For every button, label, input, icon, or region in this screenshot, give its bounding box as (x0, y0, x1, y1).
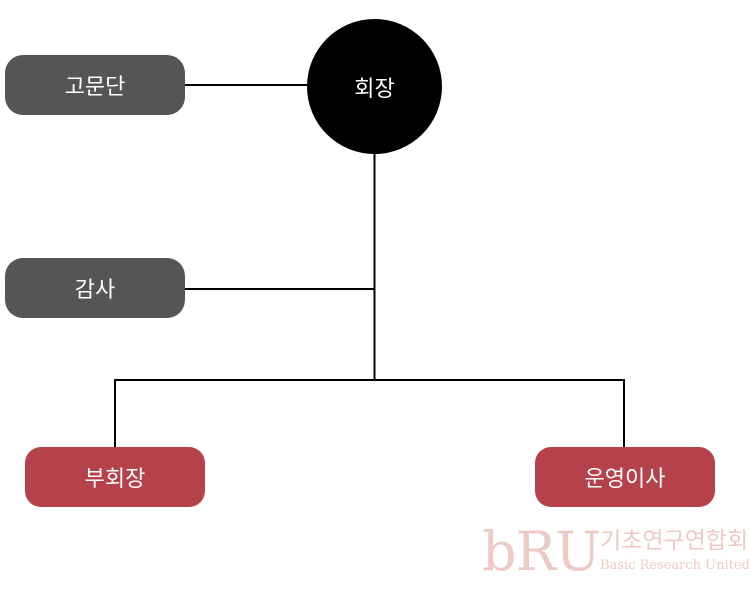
chairman-label: 회장 (354, 76, 395, 102)
vice-chairman-label: 부회장 (84, 467, 146, 492)
logo-mark: bRU (482, 520, 601, 583)
bru-logo: bRU 기초연구연합회 Basic Research United (482, 520, 750, 583)
advisory-board-node: 고문단 (5, 55, 185, 115)
advisory-board-label: 고문단 (64, 75, 126, 100)
vice-chairman-node: 부회장 (25, 447, 205, 507)
executive-director-node: 운영이사 (535, 447, 715, 507)
logo-name-english: Basic Research United (600, 558, 750, 573)
auditor-label: 감사 (74, 278, 116, 303)
logo-name-korean: 기초연구연합회 (600, 528, 749, 554)
executive-director-label: 운영이사 (584, 467, 666, 492)
chairman-node: 회장 (307, 19, 442, 154)
auditor-node: 감사 (5, 258, 185, 318)
